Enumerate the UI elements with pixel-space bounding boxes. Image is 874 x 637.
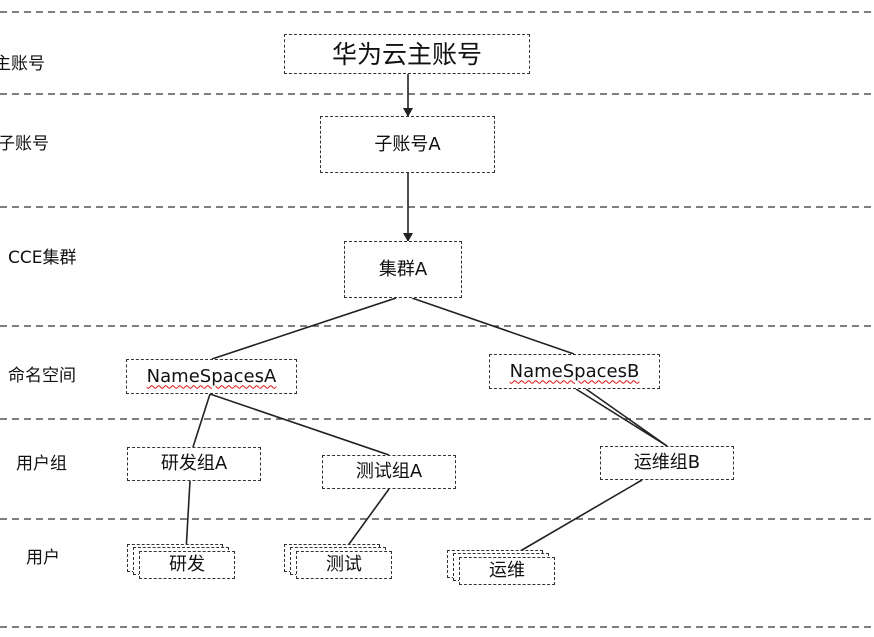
edge-ns_a-to-group_test (209, 393, 390, 456)
edge-group_dev-to-user_dev (185, 480, 191, 552)
edge-group_ops-to-user_ops (509, 479, 643, 558)
node-root-account: 华为云主账号 (284, 34, 530, 74)
edge-cluster_a-to-ns_a (211, 297, 397, 360)
node-namespace-a: NameSpacesA (126, 359, 297, 394)
edge-group_test-to-user_test (343, 488, 390, 552)
edge-ns_a-to-group_dev (192, 393, 211, 448)
lane-label-cce-cluster: CCE集群 (8, 248, 77, 268)
node-group-test-a: 测试组A (322, 455, 456, 489)
lane-label-sub-account: 子账号 (0, 134, 49, 154)
node-namespace-b: NameSpacesB (489, 354, 660, 389)
node-group-dev-a: 研发组A (127, 447, 261, 481)
node-user-dev: 研发 (139, 551, 235, 579)
node-user-test: 测试 (296, 551, 392, 579)
node-namespace-a-label: NameSpacesA (146, 365, 277, 387)
lane-label-root-account: 主账号 (0, 54, 45, 74)
edge-ns_b-to-group_ops-second-stroke (585, 388, 668, 447)
node-namespace-b-label: NameSpacesB (509, 360, 640, 382)
node-user-ops: 运维 (459, 557, 555, 585)
lane-label-namespace: 命名空间 (8, 366, 76, 386)
node-group-ops-b: 运维组B (600, 446, 734, 480)
edge-ns_b-to-group_ops (575, 388, 668, 447)
edge-cluster_a-to-ns_b (411, 297, 575, 355)
node-cluster-a: 集群A (344, 241, 462, 298)
lane-label-user-group: 用户组 (16, 454, 67, 474)
lane-label-user: 用户 (26, 548, 60, 568)
node-sub-account-a: 子账号A (320, 116, 495, 173)
